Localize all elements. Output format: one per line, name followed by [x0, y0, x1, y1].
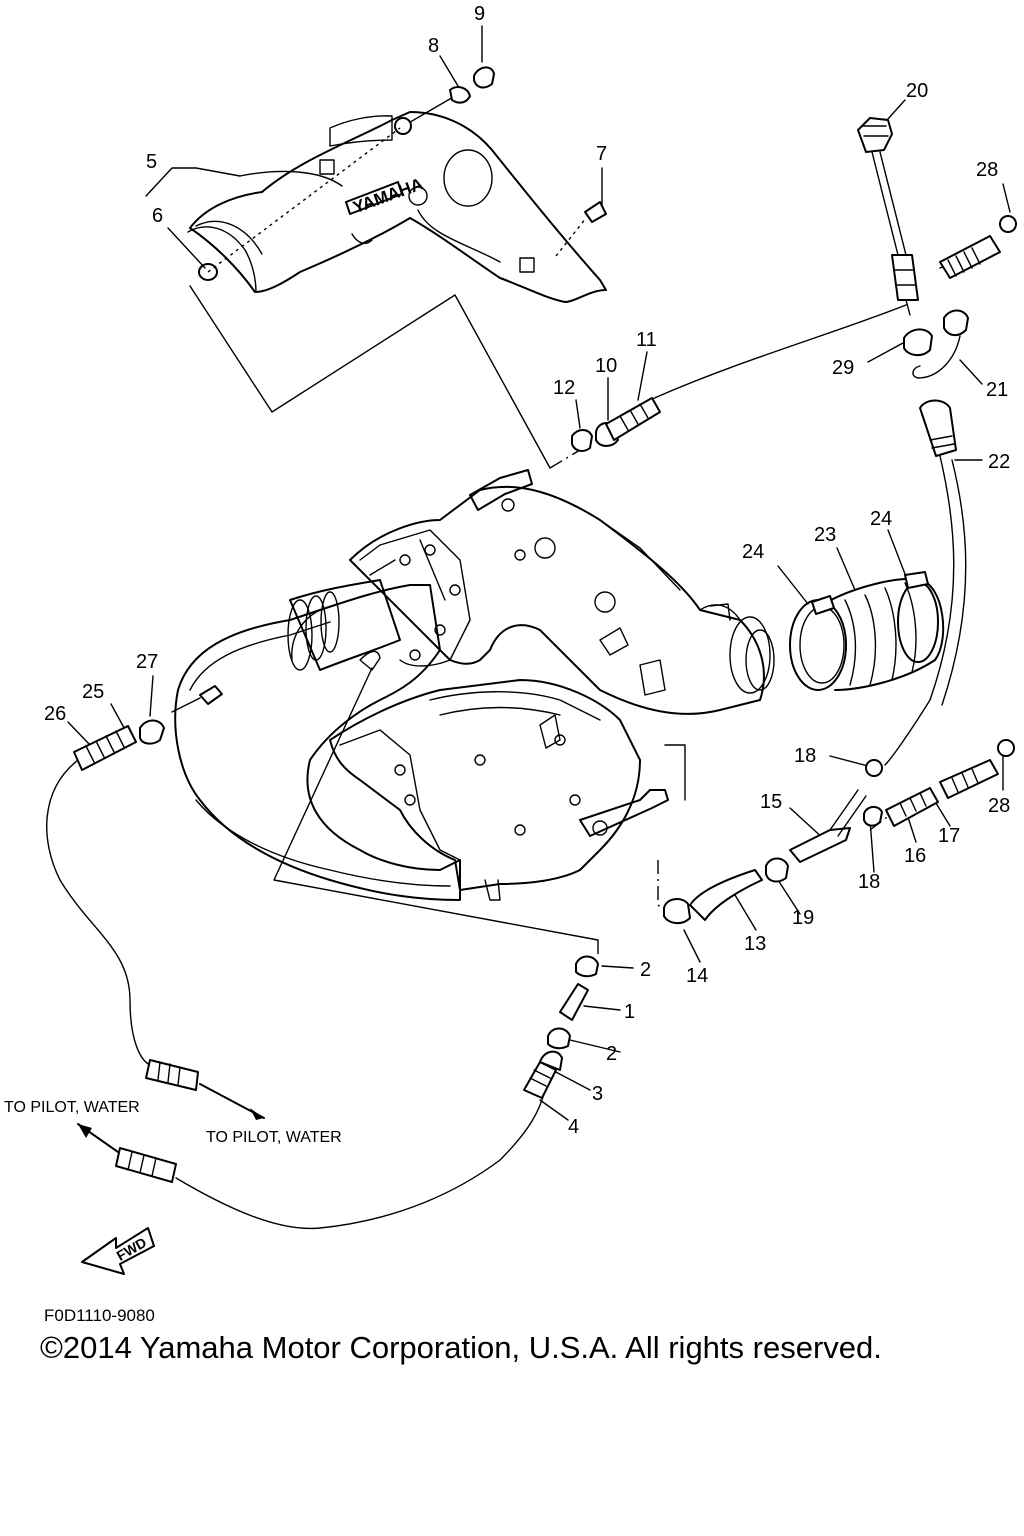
copyright-notice: ©2014 Yamaha Motor Corporation, U.S.A. A…: [40, 1330, 882, 1365]
part-label-24-left: 24: [742, 541, 764, 563]
part-label-28-top: 28: [976, 159, 998, 181]
part-label-24-right: 24: [870, 508, 892, 530]
part-label-29: 29: [832, 357, 854, 379]
part-label-23: 23: [814, 524, 836, 546]
part-label-7: 7: [596, 143, 607, 165]
note-to-pilot-water-right: TO PILOT, WATER: [206, 1129, 342, 1146]
part-label-26: 26: [44, 703, 66, 725]
part-label-4: 4: [568, 1116, 579, 1138]
part-label-15: 15: [760, 791, 782, 813]
part-label-25: 25: [82, 681, 104, 703]
part-label-12: 12: [553, 377, 575, 399]
part-label-5: 5: [146, 151, 157, 173]
diagram-code: F0D1110-9080: [44, 1306, 155, 1325]
part-label-11: 11: [636, 329, 657, 351]
part-label-17: 17: [938, 825, 960, 847]
yamaha-logo-text: YAMAHA: [350, 174, 425, 217]
rubber-joint-assembly: [789, 571, 945, 691]
part-label-14: 14: [686, 965, 708, 987]
part-label-3: 3: [592, 1083, 603, 1105]
forward-arrow: FWD: [81, 1227, 155, 1275]
part-label-9: 9: [474, 3, 485, 25]
part-label-20: 20: [906, 80, 928, 102]
part-label-21: 21: [986, 379, 1008, 401]
part-label-18-top: 18: [794, 745, 816, 767]
yamaha-logo-plate: [345, 181, 403, 215]
part-label-10: 10: [595, 355, 617, 377]
part-label-22: 22: [988, 451, 1010, 473]
part-label-6: 6: [152, 205, 163, 227]
exhaust-cover: YAMAHA: [187, 66, 607, 303]
part-label-2-bottom: 2: [606, 1043, 617, 1065]
leader-lines: [67, 25, 1011, 1121]
note-to-pilot-water-left: TO PILOT, WATER: [4, 1099, 140, 1116]
part-label-16: 16: [904, 845, 926, 867]
part-label-1: 1: [624, 1001, 635, 1023]
left-and-bottom-hoses: [46, 719, 599, 1230]
part-label-8: 8: [428, 35, 439, 57]
part-label-2-top: 2: [640, 959, 651, 981]
part-label-18-bottom: 18: [858, 871, 880, 893]
part-labels: 9 8 5 7 6 20 28 11 10 12 29 21 22 24 23 …: [44, 3, 1010, 1138]
part-label-27: 27: [136, 651, 158, 673]
part-label-28-bottom: 28: [988, 795, 1010, 817]
lower-right-hoses: [663, 739, 1015, 924]
right-upper-hoses: [571, 117, 1017, 766]
exhaust-manifold-assembly: [171, 469, 775, 901]
part-label-13: 13: [744, 933, 766, 955]
part-label-19: 19: [792, 907, 814, 929]
